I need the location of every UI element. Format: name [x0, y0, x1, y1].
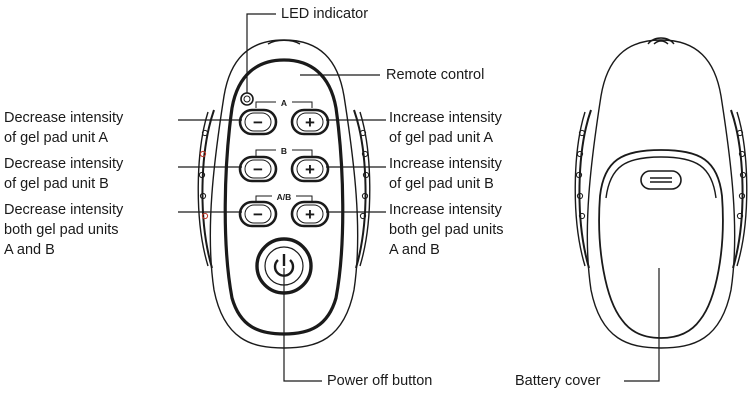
label-increase-ab: Increase intensity both gel pad units A … [389, 202, 504, 258]
minus-symbol: − [253, 205, 263, 224]
leader-battery [624, 268, 660, 382]
battery-cover-latch [640, 170, 682, 190]
button-increase-b [290, 155, 330, 183]
label-decrease-a: Decrease intensity of gel pad unit A [4, 110, 124, 146]
leader-power [283, 268, 322, 382]
grip-dots [198, 129, 370, 220]
plus-symbol: + [305, 160, 315, 179]
button-increase-a [290, 108, 330, 136]
label-decrease-ab: Decrease intensity both gel pad units A … [4, 202, 124, 258]
label-power-off: Power off button [327, 373, 433, 389]
group-label-ab: A/B [277, 192, 292, 202]
remote-back-outline [586, 39, 736, 349]
button-increase-ab [290, 200, 330, 228]
plus-symbol: + [305, 205, 315, 224]
minus-symbol: − [253, 160, 263, 179]
label-led-indicator: LED indicator [281, 6, 369, 22]
leader-lines [178, 13, 660, 382]
label-remote-control: Remote control [386, 67, 485, 83]
remote-back [574, 37, 748, 349]
group-label-b: B [281, 146, 287, 156]
group-label-a: A [281, 98, 287, 108]
label-battery-cover: Battery cover [515, 373, 601, 389]
button-decrease-ab [238, 200, 278, 228]
label-decrease-b: Decrease intensity of gel pad unit B [4, 156, 124, 192]
battery-cover [598, 149, 724, 339]
label-increase-b: Increase intensity of gel pad unit B [389, 156, 502, 192]
button-decrease-b [238, 155, 278, 183]
button-decrease-a [238, 108, 278, 136]
led-indicator [240, 92, 254, 106]
leader-led [246, 13, 276, 93]
plus-symbol: + [305, 113, 315, 132]
label-increase-a: Increase intensity of gel pad unit A [389, 110, 502, 146]
minus-symbol: − [253, 113, 263, 132]
